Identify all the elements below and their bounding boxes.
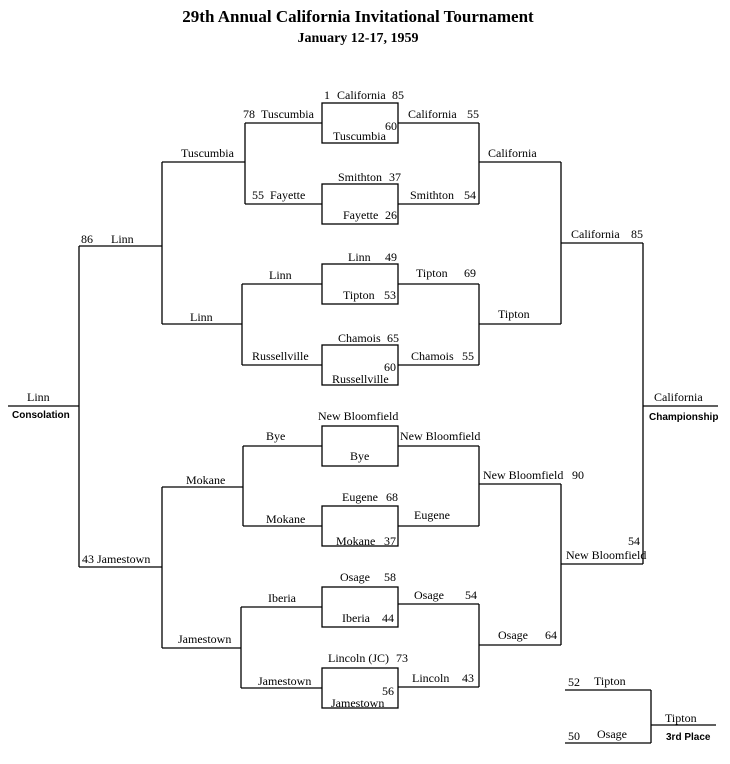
consolation-round3-labels: 86 Linn 43 Jamestown: [81, 232, 150, 566]
team-name: Tuscumbia: [333, 129, 387, 143]
team-name: Bye: [266, 429, 285, 443]
team-name: Linn: [190, 310, 213, 324]
team-score: 54: [628, 534, 640, 548]
team-score: 50: [568, 729, 580, 743]
team-name: Chamois: [411, 349, 454, 363]
team-score: 60: [384, 360, 396, 374]
team-score: 68: [386, 490, 398, 504]
team-score: 55: [252, 188, 264, 202]
team-name: California: [488, 146, 537, 160]
team-name: Linn: [111, 232, 134, 246]
team-score: 26: [385, 208, 397, 222]
team-name: California: [337, 88, 386, 102]
team-name: Jamestown: [97, 552, 150, 566]
team-name: Lincoln (JC): [328, 651, 389, 665]
team-name: Jamestown: [178, 632, 231, 646]
team-name: Iberia: [342, 611, 371, 625]
team-name: Russellville: [252, 349, 309, 363]
team-score: 53: [384, 288, 396, 302]
consolation-winner-name: Linn: [27, 390, 50, 404]
team-score: 60: [385, 119, 397, 133]
team-name: Smithton: [410, 188, 454, 202]
team-name: Eugene: [414, 508, 450, 522]
team-name: Linn: [348, 250, 371, 264]
consolation-bracket-lines: [8, 122, 322, 689]
team-name: Tuscumbia: [261, 107, 315, 121]
team-name: Lincoln: [412, 671, 449, 685]
team-name: Mokane: [336, 534, 375, 548]
team-name: Mokane: [186, 473, 225, 487]
third-place-winner-name: Tipton: [665, 711, 697, 725]
champion-name: California: [654, 390, 703, 404]
team-name: Osage: [498, 628, 528, 642]
page-subtitle: January 12-17, 1959: [298, 31, 419, 46]
team-score: 43: [82, 552, 94, 566]
team-name: Osage: [414, 588, 444, 602]
team-score: 44: [382, 611, 394, 625]
team-name: Linn: [269, 268, 292, 282]
team-name: Fayette: [343, 208, 378, 222]
team-name: Tipton: [343, 288, 375, 302]
team-name: New Bloomfield: [483, 468, 563, 482]
team-score: 69: [464, 266, 476, 280]
team-score: 55: [467, 107, 479, 121]
team-name: Eugene: [342, 490, 378, 504]
team-score: 52: [568, 675, 580, 689]
team-score: 54: [464, 188, 476, 202]
team-name: Russellville: [332, 372, 389, 386]
winners-round3-labels: California Tipton New Bloomfield 90 Osag…: [483, 146, 584, 642]
team-name: Tipton: [416, 266, 448, 280]
team-name: California: [408, 107, 457, 121]
team-score: 54: [465, 588, 477, 602]
team-score: 37: [389, 170, 401, 184]
team-name: Bye: [350, 449, 369, 463]
team-score: 86: [81, 232, 93, 246]
team-name: Iberia: [268, 591, 297, 605]
team-name: New Bloomfield: [318, 409, 398, 423]
team-name: Osage: [340, 570, 370, 584]
team-score: 85: [631, 227, 643, 241]
team-score: 55: [462, 349, 474, 363]
team-name: California: [571, 227, 620, 241]
team-score: 78: [243, 107, 255, 121]
team-name: Smithton: [338, 170, 382, 184]
team-score: 64: [545, 628, 557, 642]
first-round-text: 1 California 85 60 Tuscumbia Smithton 37…: [318, 88, 408, 710]
team-score: 85: [392, 88, 404, 102]
team-name: Jamestown: [331, 696, 384, 710]
consolation-round2-labels: Tuscumbia Linn Mokane Jamestown: [178, 146, 235, 646]
team-score: 65: [387, 331, 399, 345]
winners-bracket-lines: [398, 122, 718, 688]
third-place-label: 3rd Place: [666, 732, 711, 743]
third-place-labels: 52 Tipton 50 Osage Tipton 3rd Place: [568, 674, 711, 743]
consolation-label: Consolation: [12, 410, 70, 421]
team-name: Tuscumbia: [181, 146, 235, 160]
winners-round4-labels: California 85 New Bloomfield 54: [566, 227, 646, 562]
team-name: Tipton: [594, 674, 626, 688]
team-score: 73: [396, 651, 408, 665]
team-name: Tipton: [498, 307, 530, 321]
team-name: New Bloomfield: [400, 429, 480, 443]
page-title: 29th Annual California Invitational Tour…: [182, 7, 534, 26]
seed-label: 1: [324, 88, 330, 102]
team-name: Osage: [597, 727, 627, 741]
consolation-round1-labels: 78 Tuscumbia 55 Fayette Linn Russellvill…: [243, 107, 315, 688]
third-place-lines: [565, 689, 716, 744]
championship-label: Championship: [649, 412, 718, 423]
team-score: 37: [384, 534, 396, 548]
team-score: 56: [382, 684, 394, 698]
team-score: 90: [572, 468, 584, 482]
team-score: 43: [462, 671, 474, 685]
winners-round2-labels: California 55 Smithton 54 Tipton 69 Cham…: [400, 107, 480, 685]
team-score: 49: [385, 250, 397, 264]
team-name: New Bloomfield: [566, 548, 646, 562]
team-score: 58: [384, 570, 396, 584]
team-name: Fayette: [270, 188, 305, 202]
team-name: Jamestown: [258, 674, 311, 688]
team-name: Mokane: [266, 512, 305, 526]
team-name: Chamois: [338, 331, 381, 345]
